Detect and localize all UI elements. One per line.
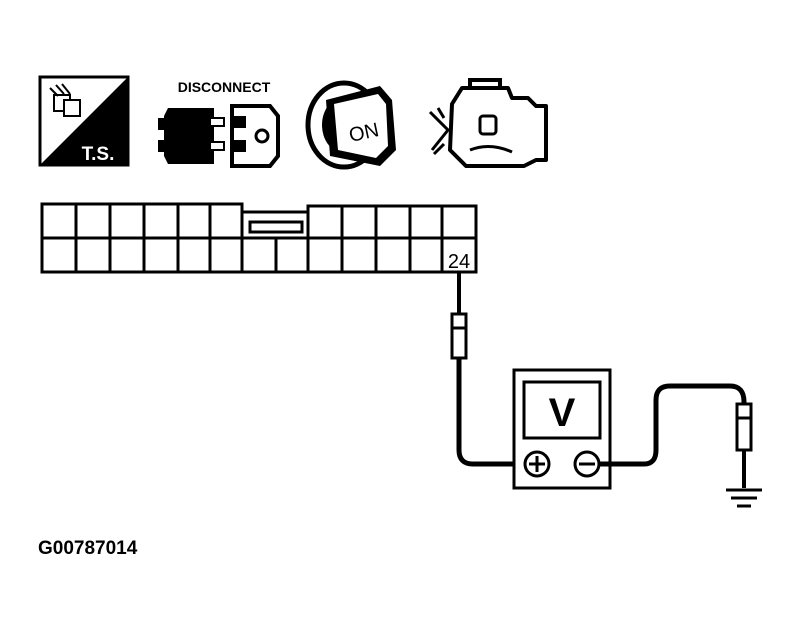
voltmeter: V xyxy=(512,368,612,490)
connector-sketch-icon xyxy=(49,83,81,117)
minus-terminal-icon xyxy=(573,450,601,478)
ts-label: T.S. xyxy=(82,144,115,165)
engine-icon xyxy=(428,78,548,168)
harness-connector: 24 xyxy=(40,202,478,274)
disconnect-label: DISCONNECT xyxy=(178,79,271,95)
positive-probe xyxy=(450,272,522,467)
troubleshooting-icon: T.S. xyxy=(38,75,130,167)
plus-terminal-icon xyxy=(523,450,551,478)
ground-icon xyxy=(726,488,762,508)
negative-probe xyxy=(599,383,753,488)
pin-label: 24 xyxy=(448,251,470,273)
ignition-key-icon: ON xyxy=(305,80,396,170)
figure-id: G00787014 xyxy=(38,538,138,559)
disconnect-icon: DISCONNECT xyxy=(158,79,280,168)
meter-label: V xyxy=(549,391,576,435)
